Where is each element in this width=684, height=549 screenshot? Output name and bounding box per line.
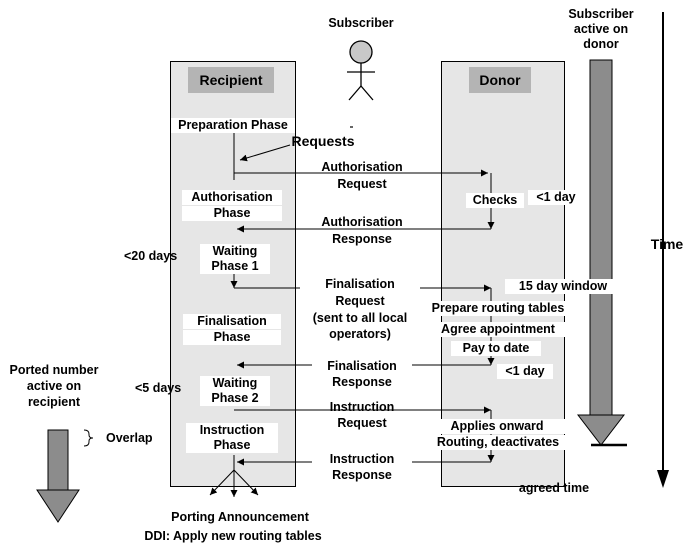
subscriber-figure-icon	[347, 40, 375, 101]
prepare-routing-label: Prepare routing tables	[418, 301, 578, 316]
agreed-time-label: agreed time	[518, 481, 590, 495]
porting-announcement-label: Porting Announcement	[171, 510, 309, 524]
donor-active-line2: active on	[573, 22, 629, 36]
preparation-phase-label: Preparation Phase	[171, 118, 295, 133]
donor-active-line1: Subscriber	[568, 7, 634, 21]
recipient-header: Recipient	[188, 67, 274, 93]
waiting-phase1-line2: Phase 1	[200, 259, 270, 274]
auth-request-line2: Request	[337, 177, 387, 191]
agree-appointment-label: Agree appointment	[430, 322, 566, 337]
finalisation-phase-line1: Finalisation	[183, 314, 281, 329]
subscriber-label: Subscriber	[328, 16, 394, 30]
applies-onward-line2: Routing, deactivates	[426, 435, 570, 450]
recipient-active-arrow	[36, 429, 80, 523]
instr-request-line2: Request	[337, 416, 387, 430]
final-request-line2: Request	[335, 294, 385, 308]
ported-line3: recipient	[27, 395, 81, 409]
finalisation-phase-line2: Phase	[183, 330, 281, 345]
instruction-phase-line2: Phase	[186, 438, 278, 453]
instruction-phase-line1: Instruction	[186, 423, 278, 438]
applies-onward-line1: Applies onward	[428, 419, 566, 434]
time-label: Time	[650, 236, 684, 252]
final-response-line1: Finalisation	[312, 359, 412, 374]
final-response-line2: Response	[332, 375, 392, 389]
waiting-phase1-line1: Waiting	[200, 244, 270, 259]
ported-line1: Ported number	[9, 363, 99, 377]
lt20days-label: <20 days	[124, 249, 178, 263]
authorisation-phase-line2: Phase	[182, 206, 282, 221]
waiting-phase2-line1: Waiting	[200, 376, 270, 391]
instr-response-line2: Response	[332, 468, 392, 482]
auth-response-line1: Authorisation	[321, 215, 403, 229]
time-arrow-head	[657, 470, 669, 488]
auth-request-line1: Authorisation	[321, 160, 403, 174]
waiting-phase2-line2: Phase 2	[200, 391, 270, 406]
instr-response-line1: Instruction	[312, 452, 412, 467]
lt5days-label: <5 days	[135, 381, 182, 395]
auth-response-line2: Response	[332, 232, 392, 246]
donor-active-line3: donor	[583, 37, 619, 51]
final-request-line4: operators)	[329, 327, 391, 341]
authorisation-phase-line1: Authorisation	[182, 190, 282, 205]
final-request-line3: (sent to all local	[312, 311, 408, 325]
lt1day-a-label: <1 day	[528, 190, 584, 205]
donor-header: Donor	[469, 67, 531, 93]
overlap-label: Overlap	[106, 431, 153, 445]
instr-request-line1: Instruction	[329, 400, 395, 414]
window15-label: 15 day window	[505, 279, 621, 294]
pay-to-date-label: Pay to date	[451, 341, 541, 356]
ported-line2: active on	[26, 379, 82, 393]
checks-label: Checks	[466, 193, 524, 208]
final-request-line1: Finalisation	[300, 277, 420, 292]
requests-label: Requests	[291, 133, 355, 149]
ddi-label: DDI: Apply new routing tables	[144, 529, 322, 543]
donor-active-arrow	[576, 59, 627, 447]
donor-column	[441, 61, 565, 487]
lt1day-b-label: <1 day	[497, 364, 553, 379]
